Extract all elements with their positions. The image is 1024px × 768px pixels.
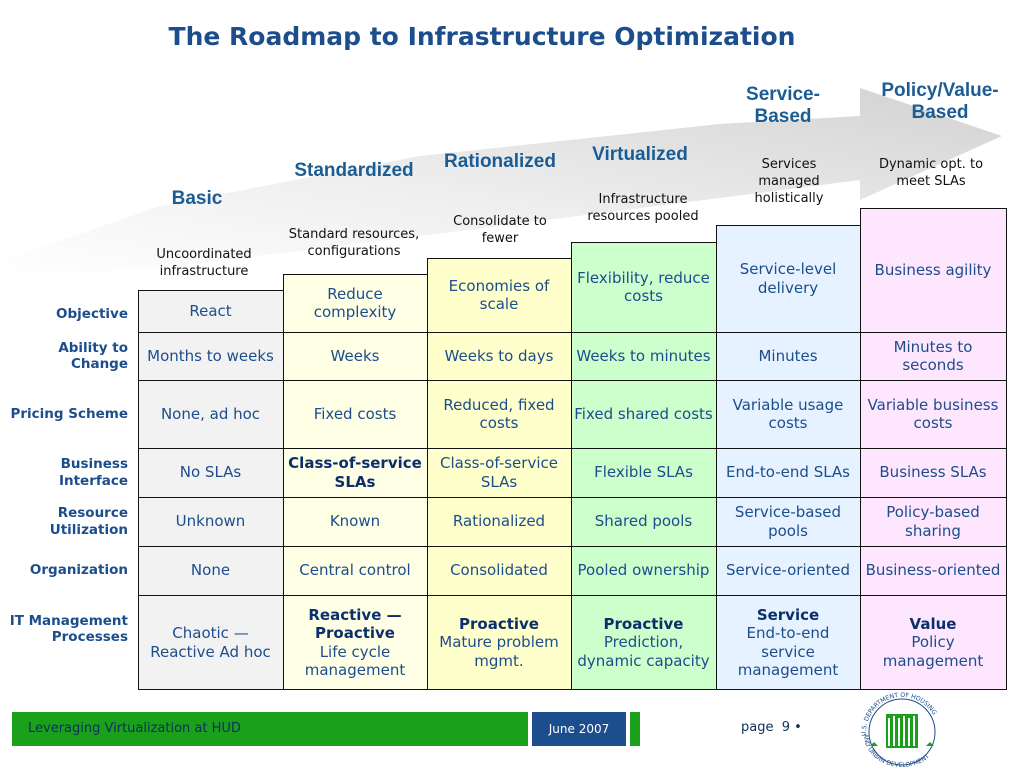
cell-heading: Proactive bbox=[459, 614, 539, 633]
cell-pricing-scheme-virtualized: Fixed shared costs bbox=[574, 404, 713, 423]
cell-objective-rationalized: Economies of scale bbox=[448, 276, 550, 314]
row-label-organization: Organization bbox=[29, 562, 128, 579]
cell-heading: Value bbox=[909, 614, 957, 633]
stage-name-virtualized: Virtualized bbox=[592, 144, 688, 165]
cell-objective-standardized: Reduce complexity bbox=[313, 284, 397, 322]
cell-organization-policy-value-based: Business-oriented bbox=[865, 561, 1001, 580]
stage-desc-basic: Uncoordinated infrastructure bbox=[156, 247, 252, 279]
page-number: page 9 • bbox=[741, 720, 802, 735]
row-divider bbox=[138, 332, 1006, 333]
row-divider bbox=[138, 546, 1006, 547]
stage-name-basic: Basic bbox=[171, 188, 223, 209]
cell-ability-to-change-standardized: Weeks bbox=[330, 346, 380, 365]
cell-pricing-scheme-rationalized: Reduced, fixed costs bbox=[443, 395, 555, 433]
column-policy-value-based bbox=[860, 208, 1007, 690]
cell-resource-utilization-service-based: Service-based pools bbox=[734, 503, 842, 540]
cell-business-interface-virtualized: Flexible SLAs bbox=[594, 463, 693, 482]
row-divider bbox=[138, 497, 1006, 498]
cell-pricing-scheme-standardized: Fixed costs bbox=[313, 404, 397, 423]
cell-pricing-scheme-basic: None, ad hoc bbox=[160, 404, 261, 423]
footer-stub bbox=[630, 712, 640, 746]
cell-ability-to-change-basic: Months to weeks bbox=[147, 346, 274, 365]
stage-name-rationalized: Rationalized bbox=[444, 151, 556, 172]
cell-business-interface-standardized: Class-of-service SLAs bbox=[288, 454, 422, 491]
cell-resource-utilization-basic: Unknown bbox=[175, 512, 246, 531]
row-divider bbox=[138, 448, 1006, 449]
cell-ability-to-change-policy-value-based: Minutes to seconds bbox=[893, 337, 973, 375]
cell-ability-to-change-virtualized: Weeks to minutes bbox=[576, 346, 711, 365]
stage-desc-policy-value-based: Dynamic opt. to meet SLAs bbox=[878, 157, 984, 189]
cell-organization-standardized: Central control bbox=[299, 561, 411, 580]
cell-organization-basic: None bbox=[190, 561, 231, 580]
row-label-pricing-scheme: Pricing Scheme bbox=[10, 405, 129, 422]
cell-pricing-scheme-service-based: Variable usage costs bbox=[732, 395, 844, 433]
page-title: The Roadmap to Infrastructure Optimizati… bbox=[168, 22, 796, 51]
row-divider bbox=[138, 595, 1006, 596]
cell-resource-utilization-policy-value-based: Policy-based sharing bbox=[886, 503, 980, 540]
cell-business-interface-policy-value-based: Business SLAs bbox=[879, 463, 987, 482]
cell-resource-utilization-rationalized: Rationalized bbox=[452, 512, 546, 531]
cell-text: Mature problem mgmt. bbox=[439, 633, 559, 670]
cell-business-interface-basic: No SLAs bbox=[179, 463, 242, 482]
cell-text: End-to-end service management bbox=[737, 624, 839, 679]
row-label-business-interface: Business Interface bbox=[58, 456, 128, 489]
cell-organization-service-based: Service-oriented bbox=[725, 561, 850, 580]
cell-business-interface-rationalized: Class-of-service SLAs bbox=[440, 454, 558, 491]
stage-desc-standardized: Standard resources, configurations bbox=[288, 227, 420, 259]
cell-objective-service-based: Service-level delivery bbox=[739, 260, 837, 297]
cell-business-interface-service-based: End-to-end SLAs bbox=[726, 463, 850, 482]
cell-text: Life cycle management bbox=[304, 642, 406, 680]
cell-organization-rationalized: Consolidated bbox=[450, 561, 548, 580]
cell-text: Prediction, dynamic capacity bbox=[577, 633, 710, 670]
row-label-objective: Objective bbox=[56, 305, 128, 322]
footer-bar: Leveraging Virtualization at HUD bbox=[12, 712, 528, 746]
column-standardized bbox=[283, 274, 428, 690]
stage-desc-rationalized: Consolidate to fewer bbox=[453, 214, 547, 246]
stage-name-service-based: Service-Based bbox=[746, 84, 820, 127]
cell-objective-virtualized: Flexibility, reduce costs bbox=[577, 268, 710, 306]
cell-resource-utilization-virtualized: Shared pools bbox=[594, 512, 693, 531]
row-divider bbox=[138, 380, 1006, 381]
stage-desc-virtualized: Infrastructure resources pooled bbox=[587, 192, 699, 224]
cell-text: Chaotic — Reactive Ad hoc bbox=[150, 624, 271, 661]
presentation-date: June 2007 bbox=[548, 722, 610, 736]
cell-it-management-processes-basic: Chaotic — Reactive Ad hoc bbox=[138, 595, 283, 690]
cell-ability-to-change-service-based: Minutes bbox=[758, 346, 818, 365]
stage-name-standardized: Standardized bbox=[294, 160, 414, 181]
stage-name-policy-value-based: Policy/Value-Based bbox=[881, 80, 999, 123]
cell-pricing-scheme-policy-value-based: Variable business costs bbox=[867, 395, 999, 433]
stage-desc-service-based: Services managed holistically bbox=[754, 157, 824, 206]
cell-heading: Service bbox=[756, 605, 820, 624]
footer-date-box: June 2007 bbox=[532, 712, 626, 746]
hud-seal-logo: U.S. DEPARTMENT OF HOUSING AND URBAN DEV… bbox=[861, 692, 938, 768]
cell-text: Policy management bbox=[882, 633, 984, 670]
cell-ability-to-change-rationalized: Weeks to days bbox=[444, 346, 554, 365]
cell-objective-basic: React bbox=[189, 301, 232, 320]
row-label-ability-to-change: Ability to Change bbox=[58, 339, 128, 373]
presentation-title: Leveraging Virtualization at HUD bbox=[28, 721, 241, 736]
cell-heading: Reactive — Proactive bbox=[308, 605, 402, 643]
cell-objective-policy-value-based: Business agility bbox=[874, 260, 992, 279]
row-label-it-management-processes: IT Management Processes bbox=[9, 612, 128, 646]
row-label-resource-utilization: Resource Utilization bbox=[49, 505, 128, 538]
column-rationalized bbox=[427, 258, 572, 690]
roadmap-arrow bbox=[0, 88, 1002, 278]
cell-resource-utilization-standardized: Known bbox=[329, 512, 381, 531]
cell-organization-virtualized: Pooled ownership bbox=[577, 561, 710, 580]
cell-heading: Proactive bbox=[603, 614, 684, 633]
